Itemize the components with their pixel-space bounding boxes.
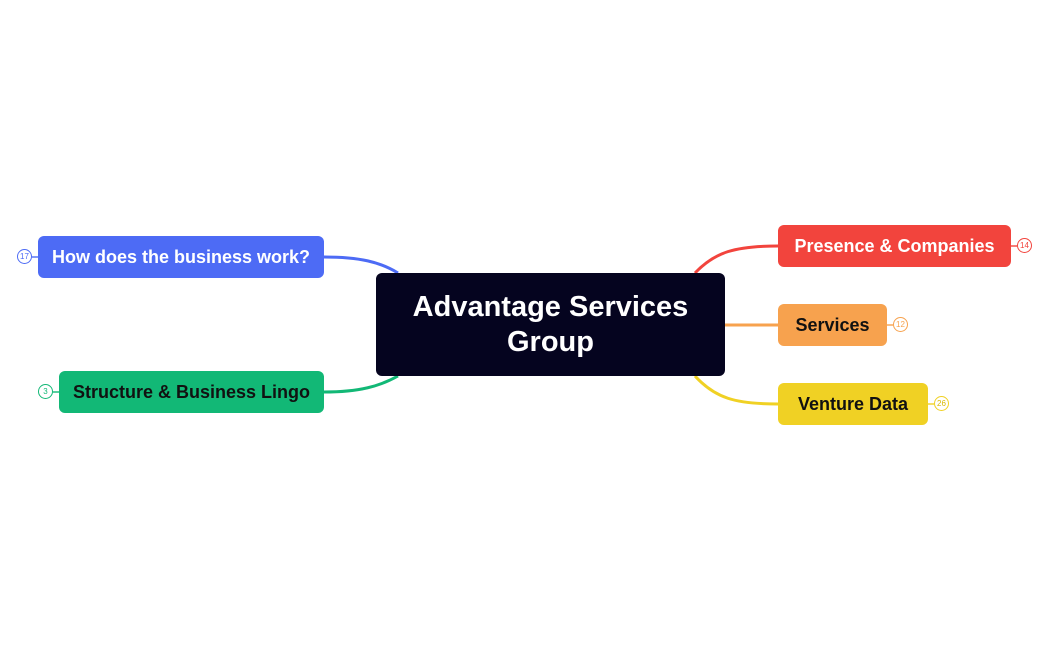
topic-presence-companies[interactable]: Presence & Companies <box>778 225 1011 267</box>
topic-services[interactable]: Services <box>778 304 887 346</box>
topic-venture-label: Venture Data <box>797 393 909 414</box>
topic-how-label: How does the business work? <box>51 246 311 267</box>
topic-how-business-works[interactable]: How does the business work? <box>38 236 324 278</box>
topic-venture-data[interactable]: Venture Data <box>778 383 928 425</box>
connector-venture <box>693 374 779 406</box>
collapsed-count-badge-how[interactable]: 17 <box>17 249 32 264</box>
collapsed-count-badge-presence[interactable]: 14 <box>1017 238 1032 253</box>
collapsed-count-badge-structure[interactable]: 3 <box>38 384 53 399</box>
connector-presence <box>693 244 779 275</box>
collapsed-count-badge-services[interactable]: 12 <box>893 317 908 332</box>
topic-structure-label: Structure & Business Lingo <box>72 381 311 402</box>
topic-structure-business-lingo[interactable]: Structure & Business Lingo <box>59 371 324 413</box>
connector-how <box>323 255 399 275</box>
central-topic-label: Advantage Services Group <box>412 290 689 358</box>
connector-structure <box>323 374 399 394</box>
topic-presence-label: Presence & Companies <box>794 235 995 256</box>
central-topic[interactable]: Advantage Services Group <box>376 273 725 376</box>
topic-services-label: Services <box>795 314 870 335</box>
collapsed-count-badge-venture[interactable]: 26 <box>934 396 949 411</box>
